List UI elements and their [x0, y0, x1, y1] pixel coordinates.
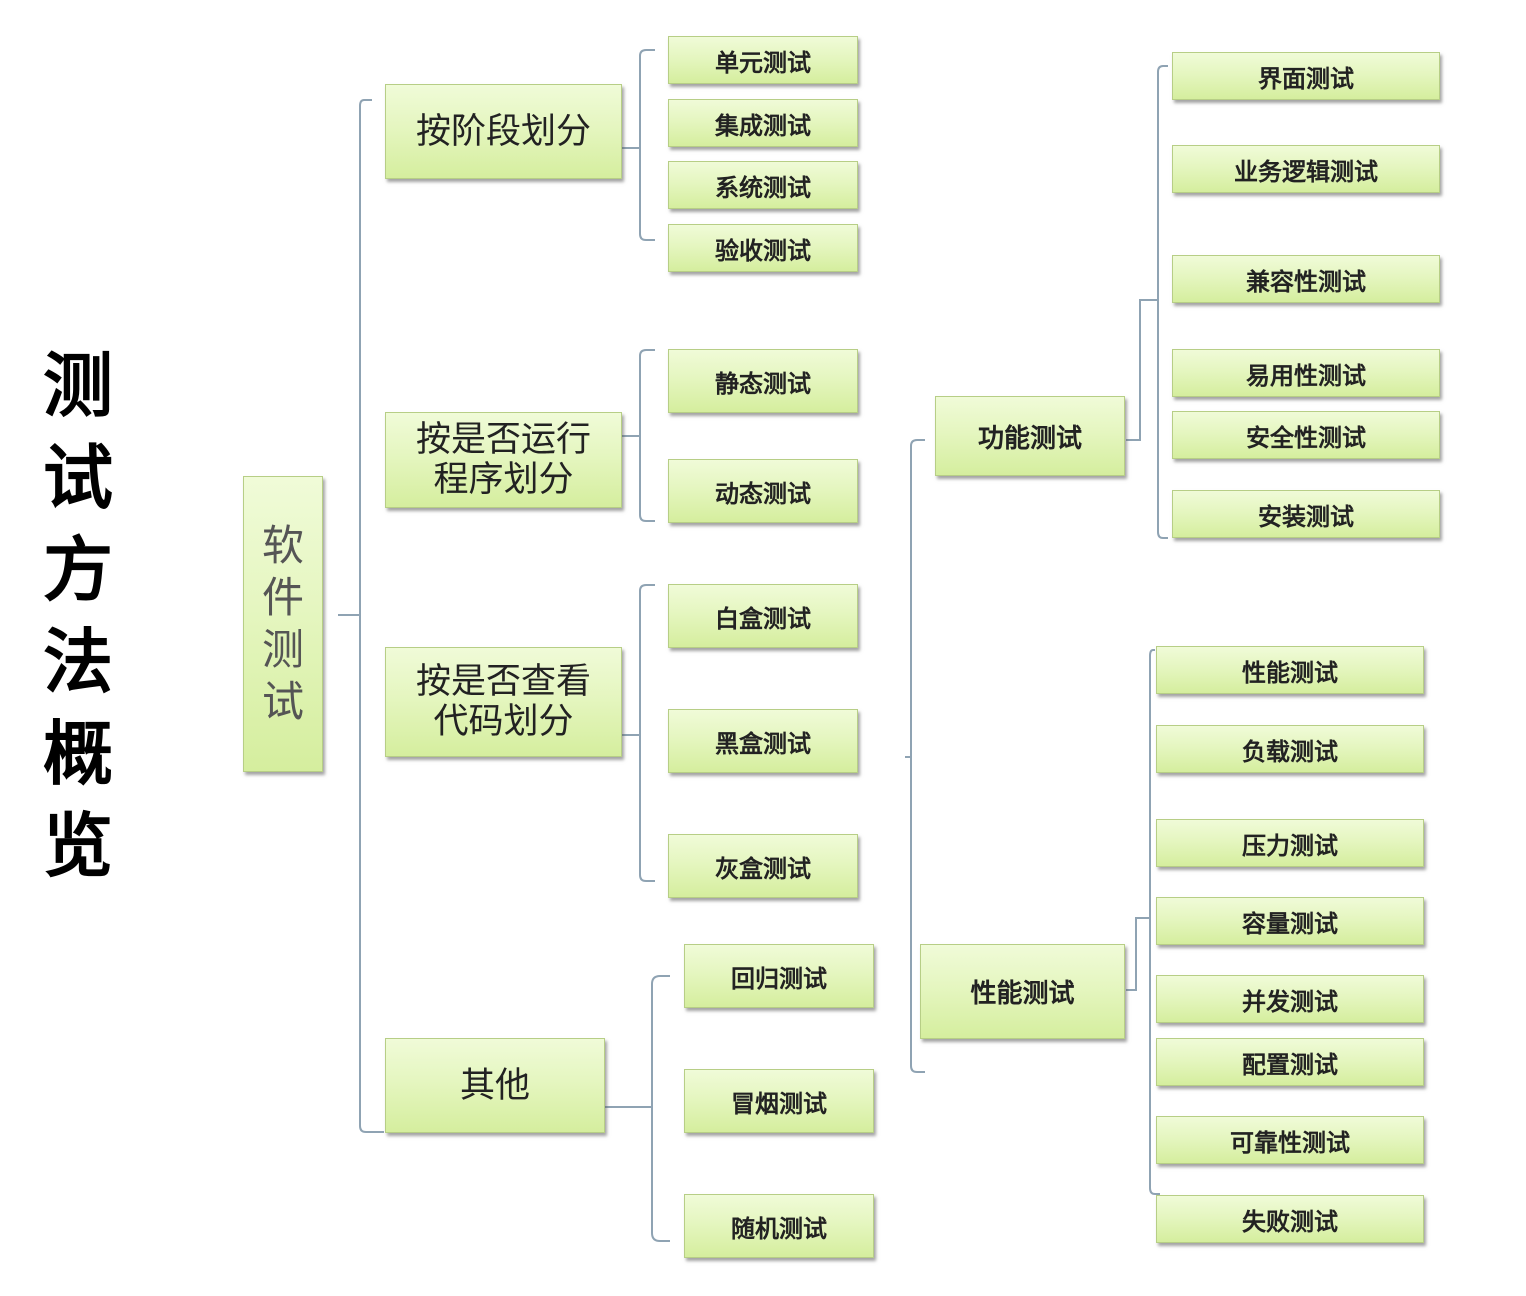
root-node-char: 测 [261, 625, 304, 674]
page-title-char: 概 [43, 713, 113, 795]
leaf-dynamic-test: 动态测试 [668, 459, 858, 523]
leaf-capacity-test: 容量测试 [1156, 897, 1424, 945]
bracket-code [622, 584, 655, 882]
leaf-usability-test: 易用性测试 [1172, 349, 1440, 397]
page-title-char: 方 [43, 529, 113, 611]
leaf-system-test: 系统测试 [668, 161, 858, 209]
root-node-char: 件 [261, 573, 304, 622]
bracket-other [605, 975, 670, 1242]
leaf-ui-test: 界面测试 [1172, 52, 1440, 100]
page-title-char: 试 [43, 437, 113, 519]
root-node-char: 试 [261, 677, 304, 726]
leaf-blackbox-test: 黑盒测试 [668, 709, 858, 773]
page-title-char: 测 [43, 345, 113, 427]
leaf-acceptance-test: 验收测试 [668, 224, 858, 272]
page-title-char: 览 [43, 805, 113, 887]
node-functional-test: 功能测试 [935, 396, 1125, 476]
branch-run: 按是否运行程序划分 [385, 412, 622, 508]
bracket-performance [1126, 649, 1160, 1195]
bracket-run [622, 349, 655, 522]
leaf-concurrency-test: 并发测试 [1156, 975, 1424, 1023]
bracket-stage [622, 49, 655, 241]
leaf-regression-test: 回归测试 [684, 944, 874, 1008]
leaf-configuration-test: 配置测试 [1156, 1038, 1424, 1086]
leaf-random-test: 随机测试 [684, 1194, 874, 1258]
page-title: 测试方法概览 [38, 340, 118, 892]
leaf-installation-test: 安装测试 [1172, 490, 1440, 538]
root-node: 软件测试 [243, 476, 323, 772]
leaf-whitebox-test: 白盒测试 [668, 584, 858, 648]
node-performance-test: 性能测试 [920, 944, 1125, 1039]
bracket-blackbox [905, 439, 925, 1073]
leaf-security-test: 安全性测试 [1172, 411, 1440, 459]
leaf-reliability-test: 可靠性测试 [1156, 1116, 1424, 1164]
bracket-root [338, 99, 384, 1133]
leaf-integration-test: 集成测试 [668, 99, 858, 147]
root-node-char: 软 [261, 521, 304, 570]
branch-stage: 按阶段划分 [385, 84, 622, 179]
branch-code: 按是否查看代码划分 [385, 647, 622, 757]
branch-other: 其他 [385, 1038, 605, 1133]
leaf-business-logic-test: 业务逻辑测试 [1172, 145, 1440, 193]
leaf-load-test: 负载测试 [1156, 725, 1424, 773]
leaf-static-test: 静态测试 [668, 349, 858, 413]
bracket-functional [1126, 65, 1168, 539]
leaf-smoke-test: 冒烟测试 [684, 1069, 874, 1133]
leaf-stress-test: 压力测试 [1156, 819, 1424, 867]
leaf-compatibility-test: 兼容性测试 [1172, 255, 1440, 303]
page-title-char: 法 [43, 621, 113, 703]
leaf-failure-test: 失败测试 [1156, 1195, 1424, 1243]
leaf-graybox-test: 灰盒测试 [668, 834, 858, 898]
leaf-perf-test: 性能测试 [1156, 646, 1424, 694]
leaf-unit-test: 单元测试 [668, 36, 858, 84]
